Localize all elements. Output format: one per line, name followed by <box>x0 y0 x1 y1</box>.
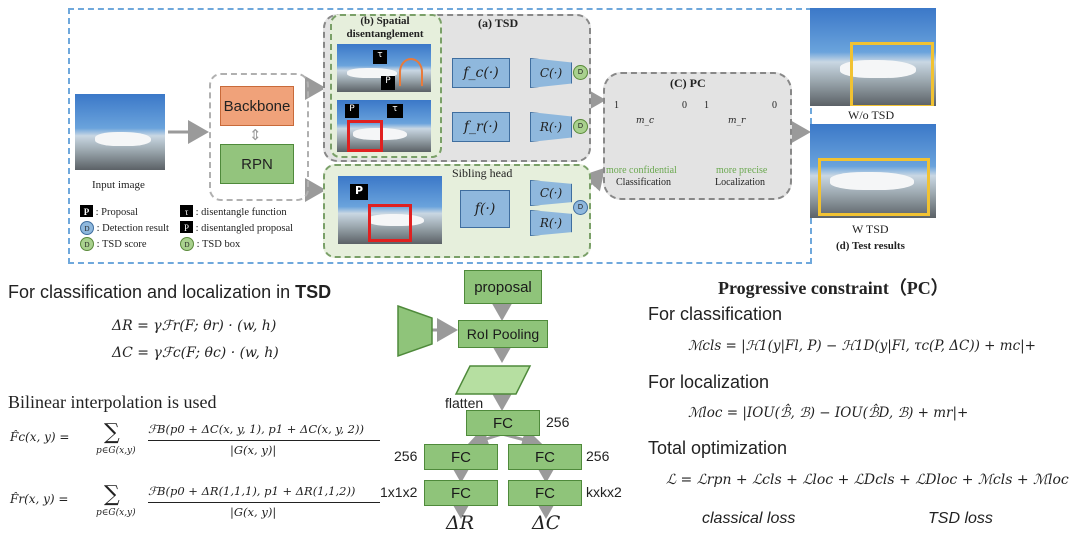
result-image-w-tsd <box>810 124 936 218</box>
eq-fc-sum: p∈G(x,y) <box>96 446 136 456</box>
tsd-heading-bold: TSD <box>295 282 332 302</box>
rpn-box: RPN <box>220 144 294 184</box>
legend-proposal: : Proposal <box>95 207 138 218</box>
eq-total-loss: ℒ = ℒrpn + ℒcls + ℒloc + ℒDcls + ℒDloc +… <box>666 472 1069 488</box>
sibling-image: P <box>338 176 442 244</box>
pc-left-zero: 0 <box>682 100 687 111</box>
for-classification: For classification <box>648 304 783 324</box>
f-box: f(·) <box>460 190 510 228</box>
tsd-heading-prefix: For classification and localization in <box>8 282 296 302</box>
pc-cls-label: Classification <box>616 177 671 188</box>
pc-mc: m_c <box>636 116 655 126</box>
fc-bottom-right-dim: kxkx2 <box>586 484 622 500</box>
eq-fc-den: |G(x, y)| <box>230 443 277 457</box>
fc-left-box: FC <box>424 444 498 470</box>
eq-fr-num: ℱB(p0 + ΔR(1,1,1), p1 + ΔR(1,1,2)) <box>148 484 356 498</box>
backbone-rpn-group <box>209 73 309 201</box>
wo-tsd-caption: W/o TSD <box>848 108 895 122</box>
proposal-box: proposal <box>464 270 542 304</box>
fc-right-dim: 256 <box>586 448 610 464</box>
input-caption: Input image <box>92 179 145 191</box>
pc-loc-label: Localization <box>715 177 765 188</box>
eq-delta-c: ΔC = γℱc(F; θc) · (w, h) <box>112 345 279 361</box>
fc-bottom-left-box: FC <box>424 480 498 506</box>
fc-top-dim: 256 <box>546 414 570 430</box>
sibling-cls-box: C(·) <box>530 180 572 206</box>
output-delta-r: ΔR <box>446 512 475 534</box>
double-arrow-icon: ⇕ <box>249 126 262 144</box>
fc-bottom-left-dim: 1x1x2 <box>380 484 418 500</box>
for-localization: For localization <box>648 372 770 392</box>
pc-title: (C) PC <box>670 76 706 90</box>
legend-detection: : Detection result <box>96 223 169 234</box>
tsd-box-icon: D <box>573 119 588 134</box>
legend-disentangled-proposal: : disentangled proposal <box>195 223 294 234</box>
tsd-title: (a) TSD <box>478 16 519 30</box>
input-image <box>75 94 165 170</box>
legend-tsd-score: : TSD score <box>96 239 147 250</box>
eq-m-loc: ℳloc = |IOU(ℬ̂, ℬ) − IOU(ℬ̂D, ℬ) + mr|+ <box>688 405 969 421</box>
eq-fr-den: |G(x, y)| <box>230 505 277 519</box>
legend-disentangle: : disentangle function <box>195 207 287 218</box>
spatial-image-loc: τ P <box>337 100 431 152</box>
fc-top-box: FC <box>466 410 540 436</box>
eq-fr-lhs: F̂r(x, y) = <box>10 492 69 506</box>
spatial-title: (b) Spatial disentanglement <box>346 15 424 40</box>
bilinear-heading: Bilinear interpolation is used <box>8 392 217 412</box>
eq-m-cls: ℳcls = |ℋ1(y|Fl, P) − ℋ1D(y|Fl, τc(P, ΔC… <box>688 338 1036 354</box>
sibling-title: Sibling head <box>452 166 513 180</box>
pc-cls-note: more confidential <box>606 165 677 176</box>
tsd-score-icon: D <box>573 65 588 80</box>
pc-right-zero: 0 <box>772 100 777 111</box>
eq-delta-r: ΔR = γℱr(F; θr) · (w, h) <box>112 318 277 334</box>
w-tsd-caption: W TSD <box>852 222 889 236</box>
fc-left-dim: 256 <box>394 448 418 464</box>
pc-mr: m_r <box>728 116 746 126</box>
eq-fc-num: ℱB(p0 + ΔC(x, y, 1), p1 + ΔC(x, y, 2)) <box>148 422 364 436</box>
fr-box: f_r(·) <box>452 112 510 142</box>
pc-loc-note: more precise <box>716 165 768 176</box>
eq-fr-sum-symbol: ∑ <box>104 482 120 507</box>
pc-left-one: 1 <box>614 100 619 111</box>
fc-right-box: FC <box>508 444 582 470</box>
flatten-label: flatten <box>445 395 484 411</box>
reg-head-box: R(·) <box>530 112 572 142</box>
sibling-reg-box: R(·) <box>530 210 572 236</box>
eq-fr-bar <box>148 502 380 503</box>
eq-fc-lhs: F̂c(x, y) = <box>10 430 70 444</box>
fc-box: f_c(·) <box>452 58 510 88</box>
legend-tsd-box: : TSD box <box>196 239 241 250</box>
total-optimization: Total optimization <box>648 438 788 458</box>
tsd-loss-label: TSD loss <box>928 510 993 527</box>
output-delta-c: ΔC <box>532 512 561 534</box>
eq-fc-sum-symbol: ∑ <box>104 420 120 445</box>
detection-result-icon: D <box>573 200 588 215</box>
cls-head-box: C(·) <box>530 58 572 88</box>
pc-heading: Progressive constraint（PC） <box>718 278 949 298</box>
roi-pooling-box: RoI Pooling <box>458 320 548 348</box>
pc-panel <box>603 72 792 200</box>
fc-bottom-right-box: FC <box>508 480 582 506</box>
test-results-caption: (d) Test results <box>836 240 905 252</box>
eq-fc-bar <box>148 440 380 441</box>
spatial-image-cls: τ P <box>337 44 431 92</box>
result-image-wo-tsd <box>810 8 936 106</box>
classical-loss-label: classical loss <box>702 510 796 527</box>
eq-fr-sum: p∈G(x,y) <box>96 508 136 518</box>
tsd-heading: For classification and localization in T… <box>8 282 331 303</box>
pc-right-one: 1 <box>704 100 709 111</box>
backbone-box: Backbone <box>220 86 294 126</box>
